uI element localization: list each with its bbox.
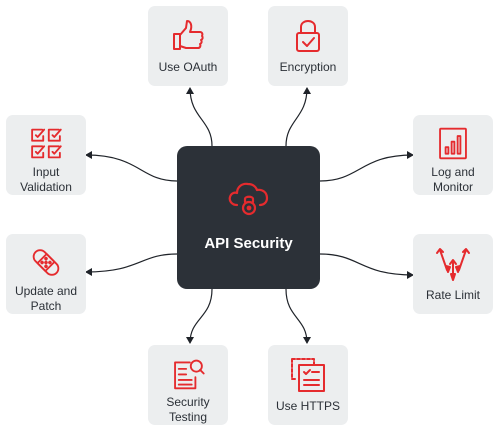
arrow-to-rate-limit [319,253,414,279]
arrows-icon [436,248,470,281]
card-input-validation: Input Validation [6,115,86,195]
arrow-to-encryption [285,87,311,147]
arrow-to-security-testing [186,288,213,344]
api-security-center: API Security [177,146,320,289]
bar-chart-icon [439,127,467,160]
card-update-and-patch: Update and Patch [6,234,86,314]
arrow-to-input-validation [85,151,178,182]
card-label: Log and Monitor [431,165,475,194]
card-label: Encryption [279,60,337,74]
card-encryption: Encryption [268,6,348,86]
arrow-to-use-oauth [186,87,213,147]
bandage-icon [32,249,60,276]
card-rate-limit: Rate Limit [413,234,493,314]
card-label: Rate Limit [425,288,481,302]
card-label: Use HTTPS [275,399,340,413]
arrow-to-update-and-patch [85,253,178,276]
document-search-icon [174,359,205,390]
card-label: Input Validation [20,165,72,194]
card-log-and-monitor: Log and Monitor [413,115,493,195]
center-title: API Security [204,235,293,252]
card-label: Update and Patch [14,284,78,313]
secure-document-icon [291,358,325,392]
card-label: Use OAuth [158,60,218,74]
card-use-oauth: Use OAuth [148,6,228,86]
padlock-icon [296,20,320,52]
card-security-testing: Security Testing [148,345,228,425]
checklist-icon [31,128,62,159]
arrow-to-use-https [285,288,311,344]
arrow-to-log-and-monitor [319,151,414,182]
card-use-https: Use HTTPS [268,345,348,425]
card-label: Security Testing [166,395,210,424]
thumbs-up-icon [173,20,204,50]
cloud-lock-icon [228,182,268,216]
